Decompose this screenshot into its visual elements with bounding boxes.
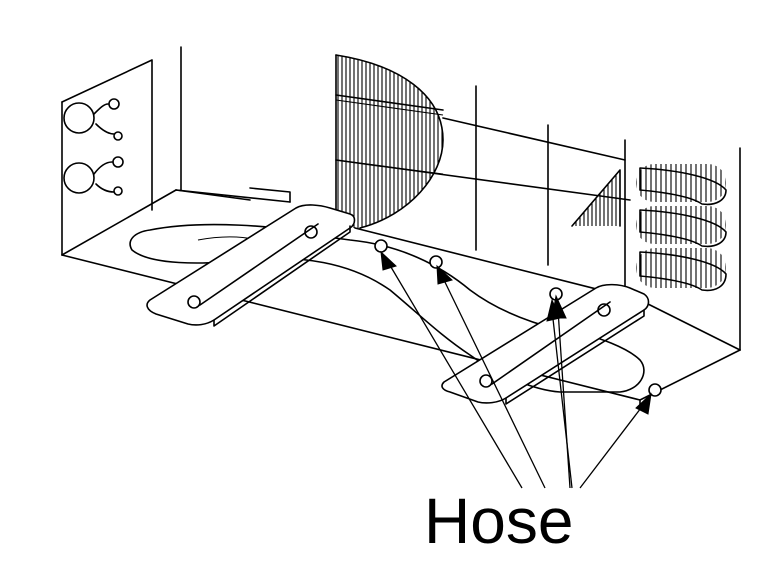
left-side-panel (61, 46, 182, 256)
mounting-bracket-right (441, 283, 650, 405)
drain-hole (374, 239, 388, 253)
hose-callout-label: Hose (424, 485, 574, 557)
drain-hole (429, 255, 443, 269)
service-valve-upper (63, 98, 123, 141)
service-valve-lower (63, 156, 124, 196)
condenser-fan-guard (335, 54, 444, 229)
vent-slot (636, 206, 727, 248)
drain-holes (374, 239, 662, 397)
leader-arrow (579, 392, 652, 489)
leader-arrow (436, 264, 546, 489)
leader-arrow (546, 298, 573, 489)
vent-slot (636, 164, 727, 206)
drain-hole (648, 383, 662, 397)
hose-leader-lines (380, 250, 652, 489)
right-side-vents (636, 164, 727, 292)
mounting-bracket-left (146, 204, 356, 327)
back-wall-frame (175, 54, 741, 351)
vent-slot (636, 248, 727, 292)
leader-arrow (380, 250, 523, 489)
